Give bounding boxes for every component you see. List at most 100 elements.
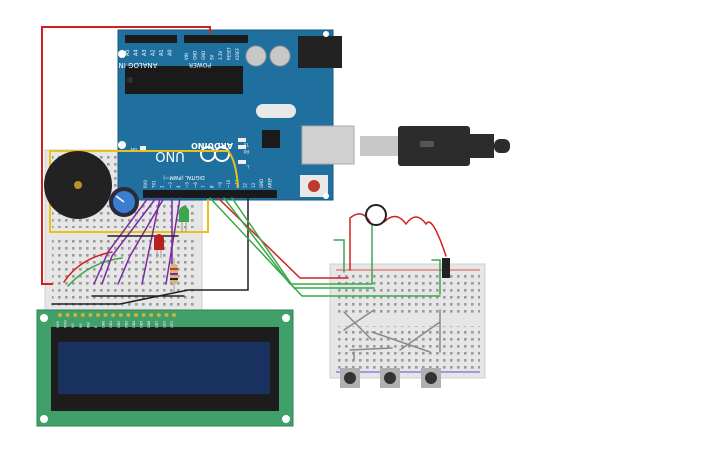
lcd-pin-pad: [118, 313, 123, 317]
power-jack: [298, 36, 342, 68]
power-pin-label: GND: [201, 51, 206, 60]
lcd-pin-pad: [73, 313, 78, 317]
analog-pin-label: A3: [142, 49, 148, 56]
power-header: [184, 35, 248, 43]
digital-pin-label: 2: [160, 185, 165, 188]
lcd-pin-pad: [111, 313, 116, 317]
power-pin-label: IOREF: [235, 47, 240, 60]
lcd-pin-pad: [96, 313, 100, 317]
mounting-hole: [323, 193, 329, 199]
reset-button[interactable]: [308, 180, 320, 192]
mounting-hole: [118, 141, 126, 149]
board-led-label: TX: [244, 142, 250, 147]
analog-pin-label: A0: [168, 49, 174, 56]
power-pin-label: 3.3V: [218, 51, 223, 60]
digital-pin-label: AREF: [268, 177, 273, 188]
wire-5v: [41, 26, 211, 285]
digital-pin-label: ~9: [218, 182, 223, 188]
wire-yellow-top: [49, 150, 239, 188]
digital-pin-label: ~6: [193, 182, 198, 188]
usb-cable: [360, 126, 510, 166]
digital-pin-label: ~10: [226, 179, 231, 188]
lcd-pin-pad: [58, 313, 62, 317]
lcd-pin-pad: [126, 313, 131, 317]
lcd-pin-pad: [156, 313, 161, 317]
digital-pin-label: TX1: [151, 180, 156, 189]
digital-pin-label: 12: [243, 182, 248, 188]
lcd-pin-pad: [80, 313, 85, 317]
digital-label: DIGITAL (PWM~): [163, 174, 205, 180]
power-pin-label: RESET: [227, 47, 232, 60]
lcd-pin-label: VDD: [64, 320, 68, 328]
lcd-pin-label: DB1: [109, 321, 113, 328]
temperature-sensor: [365, 204, 387, 226]
microcontroller-chip: [125, 66, 243, 94]
capacitor-left: [245, 45, 267, 67]
lcd-pin-label: RS: [79, 323, 83, 328]
lcd-pin-label: LED: [162, 321, 166, 328]
lcd-pin-pad: [103, 313, 108, 317]
capacitor-right: [269, 45, 291, 67]
red-led: [154, 234, 164, 258]
wire-gnd: [51, 197, 249, 305]
analog-pin-label: A5: [125, 49, 131, 56]
resistor: [170, 258, 178, 292]
lcd-pin-label: DB2: [117, 321, 121, 328]
power-pin-label: GND: [193, 51, 198, 60]
lcd-pin-label: V0: [71, 323, 75, 328]
lcd-pin-label: DB4: [132, 320, 136, 328]
pushbutton[interactable]: [421, 368, 441, 388]
wire-red-right: [217, 197, 349, 279]
power-pin-label: 5V: [210, 54, 215, 60]
lcd-pin-label: VSS: [56, 320, 60, 328]
pushbutton[interactable]: [340, 368, 360, 388]
wire-green-right: [209, 197, 441, 297]
analog-in-label: ANALOG IN: [119, 61, 158, 69]
lcd-pin-label: E: [94, 326, 98, 328]
lcd-pin-pad: [141, 313, 146, 317]
crystal: [256, 104, 296, 118]
lcd-pin-label: DB5: [140, 321, 144, 328]
board-led-label: L: [246, 164, 249, 169]
lcd-pin-pad: [149, 313, 154, 317]
lcd-pin-label: LED: [170, 321, 174, 328]
lcd-pin-pad: [172, 313, 176, 317]
tilt-sensor: [442, 258, 450, 278]
pushbutton[interactable]: [380, 368, 400, 388]
mounting-hole: [323, 31, 329, 37]
buzzer: [44, 151, 112, 219]
lcd-pin-pad: [164, 313, 169, 317]
infinity-logo-icon: [200, 146, 230, 162]
analog-header: [125, 35, 177, 43]
green-led: [179, 206, 189, 232]
digital-pin-label: ~3: [168, 182, 173, 188]
digital-pin-label: GND: [259, 179, 264, 188]
board-led-label: RX: [243, 149, 249, 154]
lcd-pin-pad: [65, 313, 70, 317]
digital-pin-label: 8: [209, 185, 214, 188]
lcd-pin-pad: [134, 313, 138, 317]
right-breadboard: [329, 263, 486, 379]
lcd-pin-pad: [88, 313, 93, 317]
power-label: POWER: [189, 61, 211, 68]
usb-port: [301, 125, 355, 165]
analog-pin-label: A2: [151, 49, 157, 56]
lcd-pin-label: DB0: [102, 321, 106, 328]
lcd-screen: [58, 342, 270, 394]
lcd-pin-label: DB7: [155, 321, 159, 328]
usb-icon: [420, 141, 434, 147]
analog-pin-label: A1: [159, 49, 165, 56]
mounting-hole: [118, 50, 126, 58]
digital-pin-label: ~5: [185, 182, 190, 188]
lcd-pin-label: DB3: [124, 321, 128, 328]
digital-header: [143, 190, 277, 198]
power-pin-label: VIN: [184, 53, 189, 60]
digital-pin-label: 4: [176, 185, 181, 188]
digital-pin-label: RX0: [143, 179, 148, 188]
arduino-board: ANALOG IN POWER ARDUINO UNO DIGITAL (PWM…: [117, 29, 355, 201]
potentiometer[interactable]: [109, 187, 139, 217]
arduino-brand: ARDUINO: [191, 141, 233, 150]
digital-pin-label: 7: [201, 185, 206, 188]
